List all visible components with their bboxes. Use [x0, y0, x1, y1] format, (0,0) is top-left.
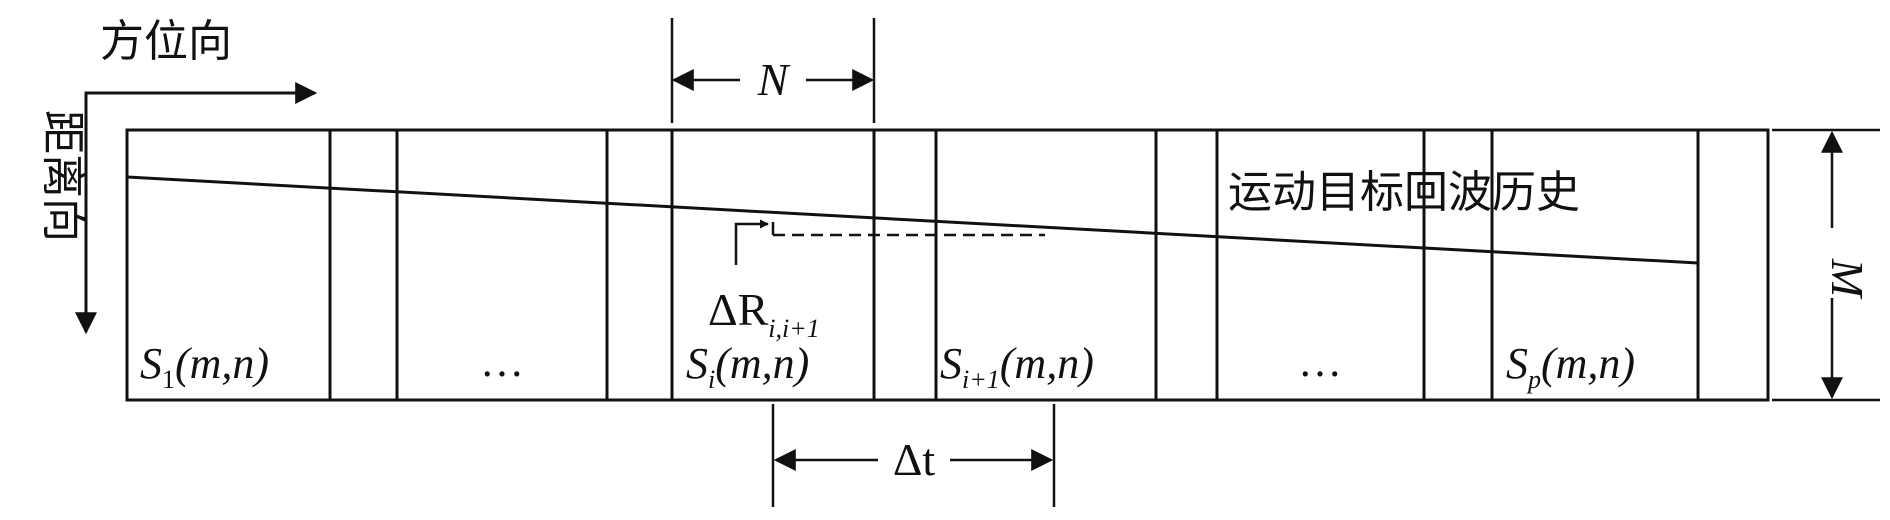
block-label-1-args: (m,n) [175, 339, 269, 388]
axis-arrows [75, 82, 318, 335]
block-label-i-args: (m,n) [715, 339, 809, 388]
delta-r-indicator [734, 219, 1045, 265]
block-label-i-plus-1: Si+1(m,n) [940, 339, 1094, 394]
delta-r-subscript: i,i+1 [768, 314, 820, 343]
block-label-i-subscript: i [708, 365, 715, 394]
delta-r-label: ΔRi,i+1 [708, 284, 820, 343]
block-separators [328, 130, 1700, 400]
echo-history-line [126, 175, 1699, 265]
echo-history-label: 运动目标回波历史 [1228, 167, 1580, 218]
block-label-p: Sp(m,n) [1506, 339, 1635, 394]
block-label-1: S1(m,n) [140, 339, 269, 394]
n-dimension [670, 18, 876, 123]
block-label-1-subscript: 1 [162, 365, 175, 394]
n-label: N [757, 54, 791, 105]
delta-t-dimension [771, 404, 1056, 507]
data-strip-outline [125, 128, 1770, 402]
azimuth-label: 方位向 [100, 16, 232, 67]
block-label-ellipsis-1: … [480, 337, 524, 386]
block-label-i-plus-1-subscript: i+1 [962, 365, 1000, 394]
delta-t-label: Δt [893, 434, 936, 485]
m-label: M [1822, 258, 1873, 300]
block-label-p-subscript: p [1526, 365, 1541, 394]
block-label-i-plus-1-args: (m,n) [1000, 339, 1094, 388]
m-dimension [1772, 128, 1880, 402]
range-label: 距离向 [37, 110, 88, 242]
block-label-ellipsis-2: … [1298, 337, 1342, 386]
block-label-p-args: (m,n) [1541, 339, 1635, 388]
block-label-i: Si(m,n) [686, 339, 809, 394]
